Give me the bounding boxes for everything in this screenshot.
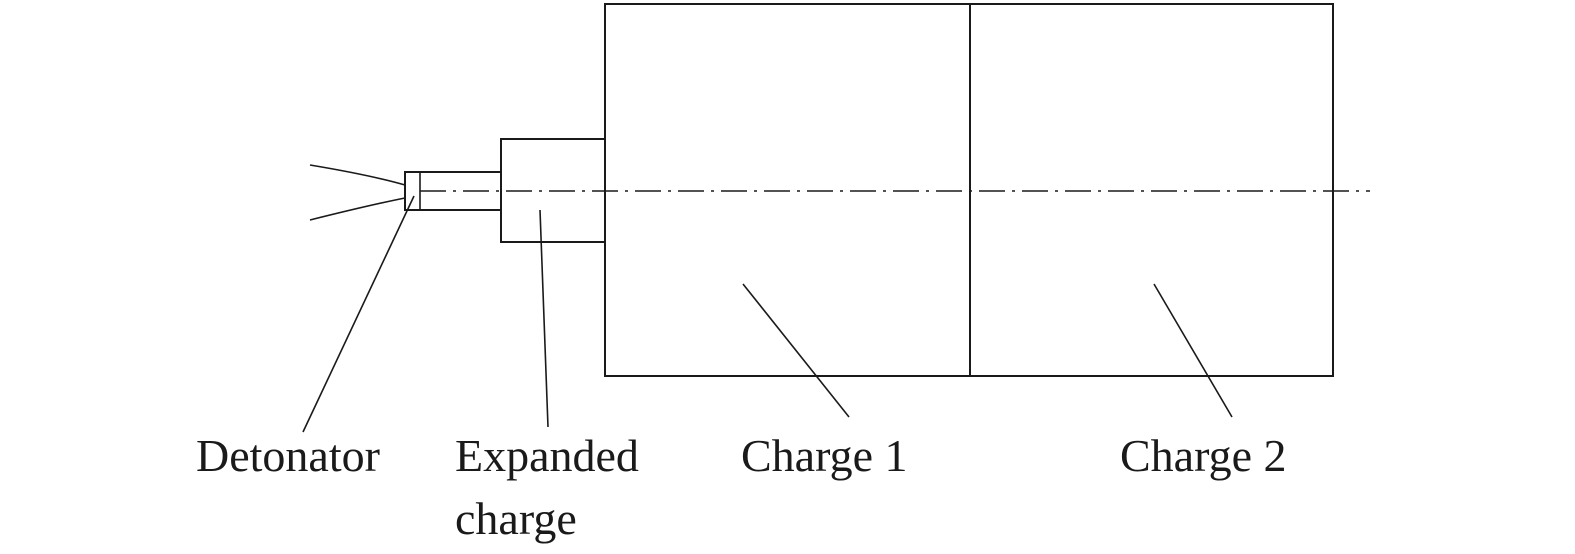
detonator-wire-upper bbox=[309, 164, 406, 186]
charge-1-leader-line bbox=[742, 283, 850, 418]
expanded-charge-label-line2: charge bbox=[455, 493, 577, 544]
detonator-wire-lower bbox=[309, 197, 406, 221]
expanded-charge-leader-line bbox=[539, 209, 549, 428]
detonator-wires bbox=[309, 164, 406, 221]
expanded-charge-label-line1: Expanded bbox=[455, 430, 639, 481]
detonator-leader-line bbox=[302, 195, 415, 433]
charge-1-label: Charge 1 bbox=[741, 430, 908, 481]
detonator-label: Detonator bbox=[196, 430, 380, 481]
charge-2-label: Charge 2 bbox=[1120, 430, 1287, 481]
charge-2-leader-line bbox=[1153, 283, 1233, 418]
